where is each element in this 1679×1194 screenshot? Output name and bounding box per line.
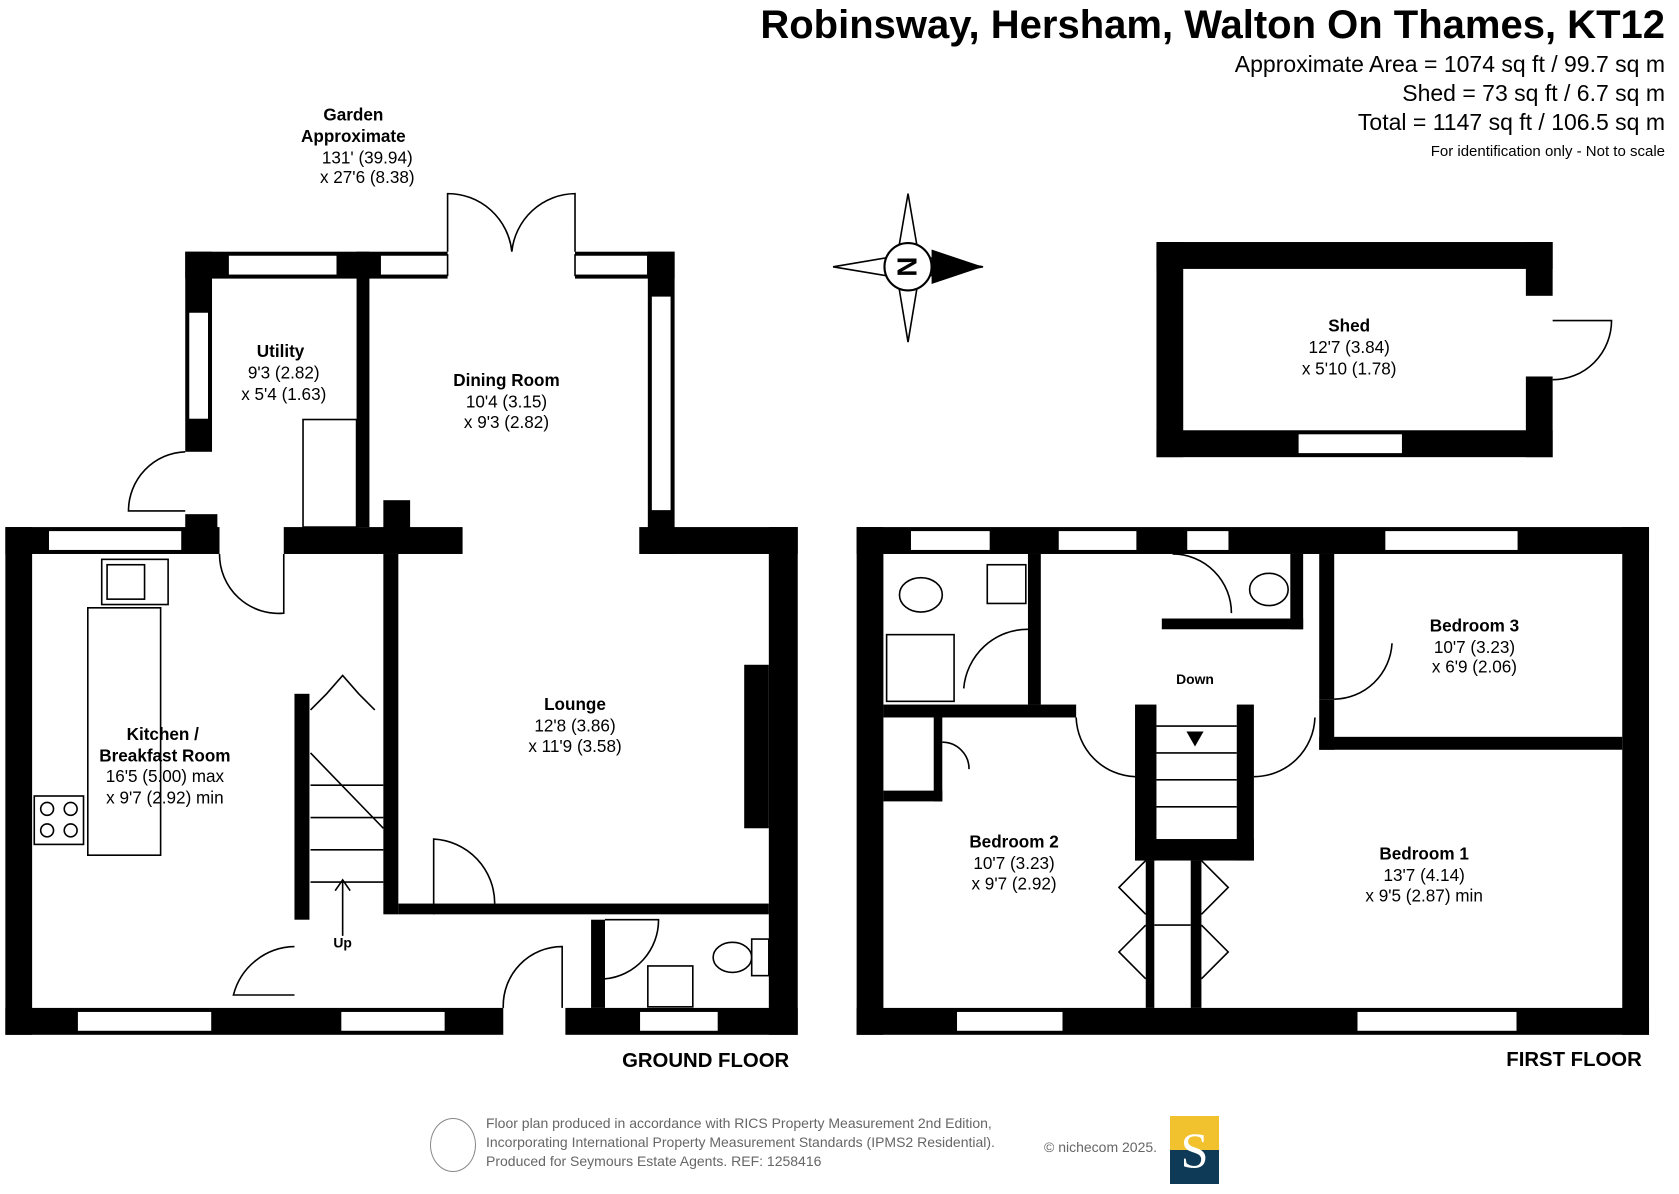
compass-icon: N — [832, 193, 984, 343]
footer-line: Floor plan produced in accordance with R… — [486, 1115, 992, 1131]
logo-letter: S — [1180, 1122, 1209, 1178]
room-bedroom-2: Bedroom 2 10'7 (3.23) x 9'7 (2.92) — [969, 832, 1058, 894]
room-lounge: Lounge 12'8 (3.86) x 11'9 (3.58) — [528, 694, 621, 756]
ground-floor-label: GROUND FLOOR — [622, 1050, 789, 1072]
svg-text:x 6'9 (2.06): x 6'9 (2.06) — [1432, 656, 1517, 676]
svg-text:Lounge: Lounge — [544, 694, 606, 714]
svg-text:12'8 (3.86): 12'8 (3.86) — [534, 715, 615, 735]
svg-text:Dining Room: Dining Room — [453, 370, 559, 390]
footer-line: Incorporating International Property Mea… — [486, 1134, 995, 1150]
svg-text:Bedroom 2: Bedroom 2 — [969, 832, 1058, 852]
shed-area: Shed = 73 sq ft / 6.7 sq m — [1402, 80, 1665, 106]
svg-text:16'5 (5.00) max: 16'5 (5.00) max — [106, 766, 225, 786]
svg-text:x 9'7 (2.92) min: x 9'7 (2.92) min — [106, 787, 223, 807]
room-shed: Shed 12'7 (3.84) x 5'10 (1.78) — [1302, 315, 1397, 378]
svg-text:x 11'9 (3.58): x 11'9 (3.58) — [528, 736, 621, 756]
compass-label: N — [891, 257, 922, 277]
svg-text:Kitchen /: Kitchen / — [127, 724, 200, 744]
svg-text:10'4 (3.15): 10'4 (3.15) — [466, 392, 547, 412]
copyright: © nichecom 2025. — [1044, 1139, 1158, 1155]
svg-text:x 9'5 (2.87) min: x 9'5 (2.87) min — [1365, 885, 1482, 905]
seymours-logo: S — [1170, 1116, 1219, 1184]
ground-floor-walls — [5, 251, 798, 1035]
svg-text:Breakfast Room: Breakfast Room — [99, 746, 230, 766]
first-floor-label: FIRST FLOOR — [1506, 1049, 1642, 1071]
svg-text:13'7 (4.14): 13'7 (4.14) — [1384, 865, 1465, 885]
footer: Floor plan produced in accordance with R… — [430, 1114, 995, 1172]
svg-text:x 9'3 (2.82): x 9'3 (2.82) — [464, 412, 549, 432]
shed-walls — [1156, 242, 1613, 458]
room-utility: Utility 9'3 (2.82) x 5'4 (1.63) — [241, 341, 326, 404]
svg-text:9'3 (2.82): 9'3 (2.82) — [248, 363, 320, 383]
svg-text:Bedroom 3: Bedroom 3 — [1430, 615, 1519, 635]
room-kitchen: Kitchen / Breakfast Room 16'5 (5.00) max… — [99, 724, 230, 808]
first-floor-fittings — [885, 553, 1393, 980]
svg-text:Shed: Shed — [1328, 315, 1370, 335]
disclaimer: For identification only - Not to scale — [1430, 143, 1665, 160]
footer-line: Produced for Seymours Estate Agents. REF… — [486, 1153, 822, 1169]
approx-area: Approximate Area = 1074 sq ft / 99.7 sq … — [1234, 51, 1665, 77]
first-floor-walls — [856, 527, 1650, 1035]
svg-text:10'7 (3.23): 10'7 (3.23) — [973, 853, 1054, 873]
header: Robinsway, Hersham, Walton On Thames, KT… — [760, 0, 1665, 160]
room-bedroom-1: Bedroom 1 13'7 (4.14) x 9'5 (2.87) min — [1365, 843, 1482, 905]
svg-text:Garden: Garden — [323, 104, 383, 124]
room-bedroom-3: Bedroom 3 10'7 (3.23) x 6'9 (2.06) — [1430, 615, 1519, 676]
svg-text:x 5'10 (1.78): x 5'10 (1.78) — [1302, 358, 1397, 378]
svg-text:Bedroom 1: Bedroom 1 — [1379, 843, 1469, 863]
svg-text:Approximate: Approximate — [301, 126, 406, 146]
stairs-down-label: Down — [1176, 671, 1214, 687]
garden-label: Garden Approximate 131' (39.94) x 27'6 (… — [301, 104, 415, 186]
svg-text:x 5'4 (1.63): x 5'4 (1.63) — [241, 384, 326, 404]
svg-text:131' (39.94): 131' (39.94) — [322, 147, 413, 167]
svg-text:x 9'7 (2.92): x 9'7 (2.92) — [971, 874, 1056, 894]
svg-text:Utility: Utility — [257, 341, 305, 361]
svg-text:x 27'6 (8.38): x 27'6 (8.38) — [320, 167, 415, 187]
room-dining: Dining Room 10'4 (3.15) x 9'3 (2.82) — [453, 370, 559, 432]
svg-text:12'7 (3.84): 12'7 (3.84) — [1309, 337, 1390, 357]
svg-text:10'7 (3.23): 10'7 (3.23) — [1434, 637, 1515, 657]
ground-floor-fittings — [33, 192, 770, 1008]
property-title: Robinsway, Hersham, Walton On Thames, KT… — [760, 3, 1665, 47]
person-icon — [430, 1118, 476, 1172]
total-area: Total = 1147 sq ft / 106.5 sq m — [1357, 109, 1665, 135]
stairs-up-label: Up — [333, 935, 352, 951]
